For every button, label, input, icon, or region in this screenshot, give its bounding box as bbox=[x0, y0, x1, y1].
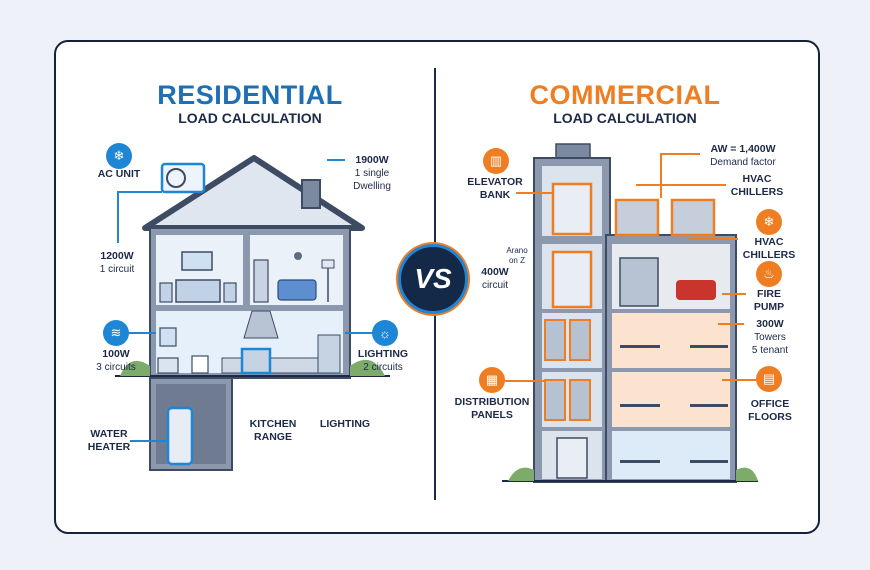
circuit-load-label: 400W circuit bbox=[481, 266, 509, 291]
panel-icon: ▦ bbox=[479, 367, 505, 393]
commercial-title: COMMERCIAL bbox=[529, 80, 721, 110]
elevator-leader bbox=[516, 192, 553, 194]
demand-leader-vertical bbox=[660, 153, 662, 198]
bath-circuit-label: 100W 3 circuits bbox=[96, 348, 136, 373]
circuit-note: Arano on Z bbox=[506, 246, 528, 265]
vs-badge: VS bbox=[398, 244, 468, 314]
office-floors-label: OFFICE FLOORS bbox=[748, 398, 792, 423]
demand-leader bbox=[660, 153, 700, 155]
commercial-building-illustration bbox=[502, 143, 758, 483]
lighting-circuit-label: LIGHTING 2 circuits bbox=[357, 348, 409, 373]
heater-icon: ≋ bbox=[103, 320, 129, 346]
ac-leader bbox=[117, 191, 162, 193]
towers-load-label: 300W Towers 5 tenant bbox=[751, 318, 789, 356]
flame-icon: ♨ bbox=[756, 261, 782, 287]
fire-pump-label: FIRE PUMP bbox=[753, 288, 785, 313]
service-load-label: 1900W 1 single Dwelling bbox=[353, 154, 391, 192]
fire-pump-leader bbox=[722, 293, 746, 295]
residential-title: RESIDENTIAL bbox=[157, 80, 343, 110]
snowflake-icon: ❄ bbox=[756, 209, 782, 235]
water-heater-label: WATER HEATER bbox=[87, 428, 131, 453]
demand-factor-label: AW = 1,400W Demand factor bbox=[710, 143, 776, 168]
lighting-label: LIGHTING bbox=[319, 418, 371, 430]
kitchen-range-label: KITCHEN RANGE bbox=[249, 418, 297, 443]
water-heater-leader bbox=[130, 440, 168, 442]
elevator-bank-label: ELEVATOR BANK bbox=[467, 176, 523, 201]
hvac-side-leader bbox=[690, 238, 738, 240]
ceiling-light-icon: ☼ bbox=[372, 320, 398, 346]
service-arrow bbox=[327, 159, 345, 161]
elevator-icon: ▥ bbox=[483, 148, 509, 174]
lighting-leader bbox=[345, 332, 373, 334]
ac-unit-label: AC UNIT bbox=[97, 168, 141, 180]
ac-unit-icon: ❄ bbox=[106, 143, 132, 169]
commercial-subtitle: LOAD CALCULATION bbox=[553, 110, 697, 126]
house-illustration bbox=[115, 155, 390, 471]
office-leader bbox=[722, 379, 756, 381]
hvac-chillers-top-label: HVAC CHILLERS bbox=[730, 173, 784, 198]
bath-leader bbox=[128, 332, 156, 334]
residential-subtitle: LOAD CALCULATION bbox=[178, 110, 322, 126]
distribution-leader bbox=[505, 380, 545, 382]
distribution-panels-label: DISTRIBUTION PANELS bbox=[454, 396, 530, 421]
ac-circuit-label: 1200W 1 circuit bbox=[99, 250, 135, 275]
office-building-icon: ▤ bbox=[756, 366, 782, 392]
ac-leader-vertical bbox=[117, 191, 119, 243]
hvac-top-leader bbox=[636, 184, 726, 186]
hvac-chillers-side-label: HVAC CHILLERS bbox=[742, 236, 796, 261]
towers-leader bbox=[718, 323, 744, 325]
